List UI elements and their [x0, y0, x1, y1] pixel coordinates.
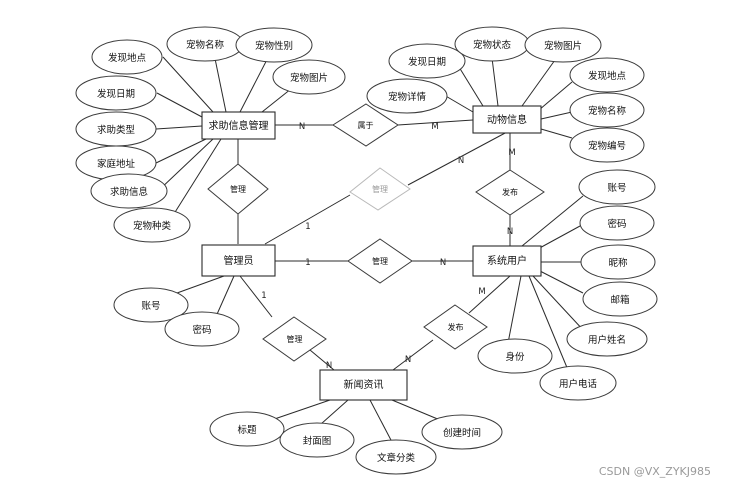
relationship-belongs: 属于 — [332, 103, 399, 147]
attribute-label: 发现日期 — [408, 56, 446, 68]
attribute-label: 账号 — [607, 183, 626, 194]
entity-label: 求助信息管理 — [209, 119, 269, 132]
relationship-manage-help-admin: 管理 — [207, 163, 269, 215]
news-attributes: 标题 封面图 文章分类 创建时间 — [209, 411, 503, 475]
cardinality-label: M — [478, 287, 485, 297]
attribute-label: 家庭地址 — [97, 158, 136, 170]
entity-label: 管理员 — [224, 254, 254, 267]
watermark: CSDN @VX_ZYKJ985 — [599, 465, 711, 478]
attribute-label: 标题 — [237, 424, 257, 436]
attribute-label: 宠物编号 — [588, 140, 626, 152]
attribute-label: 宠物性别 — [255, 40, 293, 52]
relationship-manage-admin-user: 管理 — [347, 238, 413, 284]
cardinality-label: M — [431, 122, 438, 132]
animal-info-attributes: 发现日期 宠物状态 宠物图片 宠物详情 发现地点 宠物名称 宠物编号 — [366, 26, 645, 163]
attribute-label: 宠物图片 — [290, 72, 328, 84]
relationship-publish-animal-user: 发布 — [475, 169, 545, 216]
attribute-label: 宠物名称 — [588, 105, 627, 117]
cardinality-label: N — [440, 258, 446, 268]
attribute-label: 用户电话 — [559, 378, 598, 390]
entity-news: 新闻资讯 — [319, 369, 408, 401]
attribute-label: 账号 — [141, 301, 160, 312]
relationship-label: 属于 — [358, 121, 374, 130]
relationship-label: 管理 — [287, 334, 303, 344]
attribute-label: 宠物图片 — [544, 40, 582, 52]
entity-label: 动物信息 — [487, 113, 527, 126]
system-user-attributes: 账号 密码 昵称 邮箱 用户姓名 身份 用户电话 — [477, 169, 658, 401]
attribute-label: 身份 — [505, 351, 525, 363]
help-info-attributes: 发现地点 宠物名称 宠物性别 宠物图片 发现日期 求助类型 家庭地址 求助信息 … — [75, 26, 346, 243]
attribute-label: 发现地点 — [588, 70, 627, 82]
entity-label: 新闻资讯 — [344, 378, 384, 391]
cardinality-label: 1 — [305, 258, 310, 268]
attribute-label: 创建时间 — [443, 427, 481, 439]
entity-system-user: 系统用户 — [472, 245, 542, 277]
connector-lines — [155, 43, 586, 443]
entity-help-info: 求助信息管理 — [201, 111, 276, 140]
attribute-label: 发现地点 — [108, 52, 147, 64]
attribute-label: 封面图 — [303, 435, 332, 447]
cardinality-label: N — [507, 227, 513, 237]
attribute-label: 宠物状态 — [473, 39, 512, 51]
relationship-label: 管理 — [372, 256, 388, 266]
admin-attributes: 账号 密码 — [113, 287, 240, 347]
entity-label: 系统用户 — [487, 254, 527, 267]
cardinality-labels: N M N 1 1 N M N 1 N N M — [261, 122, 515, 371]
cardinality-label: N — [405, 355, 411, 365]
relationship-manage-admin-news: 管理 — [262, 316, 327, 362]
relationship-label: 管理 — [372, 184, 388, 194]
attribute-label: 文章分类 — [377, 452, 416, 464]
cardinality-label: N — [458, 156, 464, 166]
relationship-label: 管理 — [230, 184, 246, 194]
relationship-label: 发布 — [502, 187, 518, 197]
attribute-label: 用户姓名 — [588, 334, 626, 346]
cardinality-label: M — [508, 148, 515, 158]
attribute-label: 求助信息 — [110, 186, 148, 198]
attribute-label: 昵称 — [608, 257, 628, 269]
attribute-label: 宠物详情 — [388, 91, 427, 103]
cardinality-label: 1 — [305, 222, 310, 232]
relationship-label: 发布 — [448, 322, 464, 332]
cardinality-label: N — [326, 361, 332, 371]
attribute-label: 发现日期 — [97, 88, 135, 100]
entity-animal-info: 动物信息 — [472, 105, 542, 134]
cardinality-label: 1 — [261, 291, 266, 301]
attribute-label: 宠物名称 — [186, 39, 225, 51]
relationship-manage-faded: 管理 — [349, 167, 411, 211]
cardinality-label: N — [299, 122, 305, 132]
attribute-label: 求助类型 — [97, 124, 136, 136]
attribute-label: 宠物种类 — [133, 220, 172, 232]
entity-admin: 管理员 — [201, 244, 276, 277]
attribute-label: 密码 — [607, 218, 626, 230]
attribute-label: 密码 — [192, 324, 211, 336]
relationship-publish-news-user: 发布 — [423, 304, 488, 350]
attribute-label: 邮箱 — [610, 294, 629, 306]
